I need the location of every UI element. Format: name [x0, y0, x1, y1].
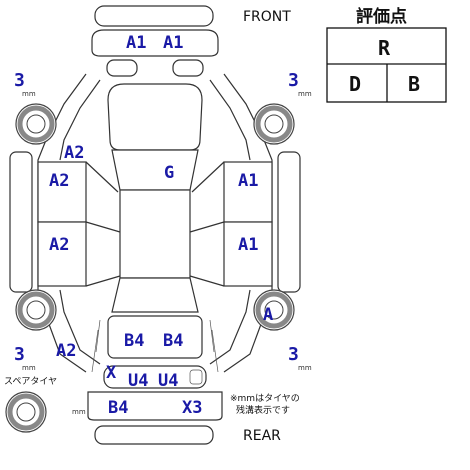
grade-title: 評価点	[356, 6, 407, 27]
code-left-front-pillar: A2	[64, 143, 84, 163]
tread-rear-left: 3	[14, 344, 25, 365]
left-front-door-panel	[37, 161, 87, 223]
grade-box: 評価点 R D B	[326, 6, 447, 103]
windshield-panel	[111, 149, 199, 191]
mm-label-rr: mm	[298, 364, 312, 372]
rear-panel	[103, 365, 207, 389]
exterior-grade: B	[408, 72, 420, 96]
rear-bumper-panel	[87, 391, 223, 421]
right-side-skirt	[277, 151, 301, 293]
right-headlight	[172, 59, 204, 77]
front-grille-panel	[91, 29, 219, 57]
left-side-skirt	[9, 151, 33, 293]
right-front-door-panel	[223, 161, 273, 223]
code-left-rear-quarter: A2	[56, 341, 76, 361]
spare-tire-icon	[5, 391, 47, 433]
front-label: FRONT	[243, 9, 291, 25]
tread-front-right: 3	[288, 70, 299, 91]
code-front-bumper-left: A1	[126, 33, 146, 53]
overall-grade: R	[378, 36, 391, 60]
trunk-panel	[107, 315, 203, 359]
code-roof: G	[164, 163, 174, 183]
roof-panel	[119, 189, 191, 279]
tread-rear-right: 3	[288, 344, 299, 365]
code-rear-panel-u-left: U4	[128, 371, 148, 391]
code-left-rear-door: A2	[49, 235, 69, 255]
code-left-front-door: A2	[49, 171, 69, 191]
rear-label: REAR	[243, 428, 281, 444]
left-rear-door-panel	[37, 221, 87, 287]
code-rear-bumper-right: X3	[182, 398, 202, 418]
rear-window-panel	[111, 277, 199, 313]
mm-label-fr: mm	[298, 90, 312, 98]
mm-label-spare: mm	[72, 408, 86, 416]
tread-front-left: 3	[14, 70, 25, 91]
rear-right-tire-icon	[253, 289, 295, 331]
code-trunk-right: B4	[163, 331, 183, 351]
mm-label-fl: mm	[22, 90, 36, 98]
code-rear-bumper-left: B4	[108, 398, 128, 418]
car-outline	[9, 5, 301, 445]
code-right-front-door: A1	[238, 171, 258, 191]
front-right-tire-icon	[253, 103, 295, 145]
code-rear-panel-x: X	[106, 363, 117, 383]
front-bumper-panel	[94, 5, 214, 27]
code-rear-panel-u-right: U4	[158, 371, 178, 391]
code-right-rear-door: A1	[238, 235, 258, 255]
rear-bar-panel	[94, 425, 214, 445]
code-front-bumper-right: A1	[163, 33, 183, 53]
left-headlight	[106, 59, 138, 77]
interior-grade: D	[349, 72, 361, 96]
rear-left-tire-icon	[15, 289, 57, 331]
code-right-rear-wheel: A	[263, 305, 273, 325]
mm-label-rl: mm	[22, 364, 36, 372]
tread-note-line1: ※mmはタイヤの	[230, 393, 300, 404]
front-left-tire-icon	[15, 103, 57, 145]
tread-note-line2: 残溝表示です	[236, 404, 290, 416]
right-rear-door-panel	[223, 221, 273, 287]
hood-panel	[107, 83, 203, 151]
code-trunk-left: B4	[124, 331, 144, 351]
spare-tire-label: スペアタイヤ	[4, 376, 57, 387]
